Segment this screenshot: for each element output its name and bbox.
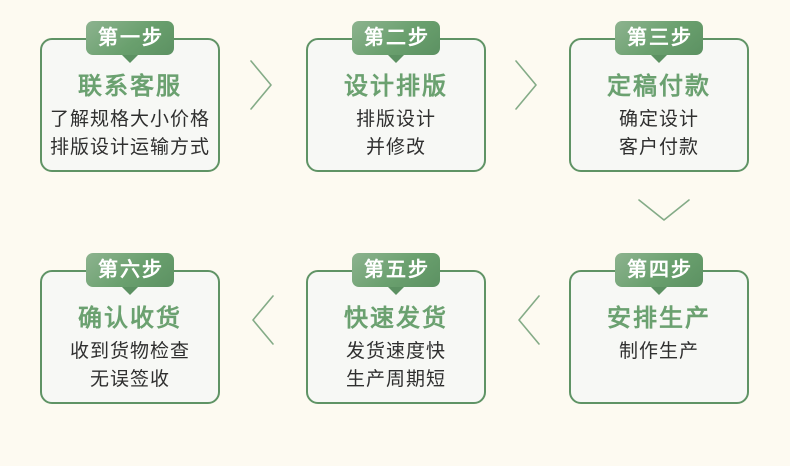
arrow-left-icon bbox=[518, 295, 540, 345]
step-1-badge-label: 第一步 bbox=[98, 27, 164, 49]
step-4-description-line: 制作生产 bbox=[618, 341, 699, 362]
arrow-down-icon bbox=[638, 199, 690, 221]
step-6-description: 收到货物检查 无误签收 bbox=[42, 338, 218, 394]
step-5-badge: 第五步 bbox=[352, 253, 440, 287]
step-4-badge: 第四步 bbox=[615, 253, 703, 287]
step-1-badge: 第一步 bbox=[86, 21, 174, 55]
step-6-badge: 第六步 bbox=[86, 253, 174, 287]
step-3-description: 确定设计 客户付款 bbox=[571, 106, 747, 162]
step-6-description-line: 无误签收 bbox=[89, 369, 170, 390]
step-card-3: 第三步 定稿付款 确定设计 客户付款 bbox=[569, 21, 749, 172]
step-3-badge: 第三步 bbox=[615, 21, 703, 55]
step-4-badge-label: 第四步 bbox=[627, 259, 693, 281]
step-4-title: 安排生产 bbox=[607, 305, 711, 332]
step-5-badge-label: 第五步 bbox=[364, 259, 430, 281]
step-6-title: 确认收货 bbox=[78, 305, 182, 332]
step-2-description-line: 并修改 bbox=[365, 137, 426, 158]
step-1-title: 联系客服 bbox=[78, 73, 182, 100]
step-1-description-line: 了解规格大小价格 bbox=[49, 109, 210, 130]
step-1-description: 了解规格大小价格 排版设计运输方式 bbox=[42, 106, 218, 162]
step-3-description-line: 客户付款 bbox=[618, 137, 699, 158]
step-3-title: 定稿付款 bbox=[607, 73, 711, 100]
step-2-description-line: 排版设计 bbox=[355, 109, 436, 130]
step-3-badge-label: 第三步 bbox=[627, 27, 693, 49]
arrow-left-icon bbox=[252, 295, 274, 345]
arrow-right-icon bbox=[250, 60, 272, 110]
step-4-description: 制作生产 bbox=[571, 338, 747, 366]
step-5-description-line: 发货速度快 bbox=[345, 341, 446, 362]
step-2-title: 设计排版 bbox=[344, 73, 448, 100]
step-2-badge-label: 第二步 bbox=[364, 27, 430, 49]
step-6-badge-label: 第六步 bbox=[98, 259, 164, 281]
step-card-2: 第二步 设计排版 排版设计 并修改 bbox=[306, 21, 486, 172]
step-card-4: 第四步 安排生产 制作生产 bbox=[569, 253, 749, 404]
step-2-badge: 第二步 bbox=[352, 21, 440, 55]
step-card-6: 第六步 确认收货 收到货物检查 无误签收 bbox=[40, 253, 220, 404]
step-3-description-line: 确定设计 bbox=[618, 109, 699, 130]
step-5-description: 发货速度快 生产周期短 bbox=[308, 338, 484, 394]
step-2-description: 排版设计 并修改 bbox=[308, 106, 484, 162]
arrow-right-icon bbox=[515, 60, 537, 110]
step-card-5: 第五步 快速发货 发货速度快 生产周期短 bbox=[306, 253, 486, 404]
step-5-title: 快速发货 bbox=[344, 305, 448, 332]
step-6-description-line: 收到货物检查 bbox=[69, 341, 190, 362]
step-1-description-line: 排版设计运输方式 bbox=[49, 137, 210, 158]
step-card-1: 第一步 联系客服 了解规格大小价格 排版设计运输方式 bbox=[40, 21, 220, 172]
step-5-description-line: 生产周期短 bbox=[345, 369, 446, 390]
